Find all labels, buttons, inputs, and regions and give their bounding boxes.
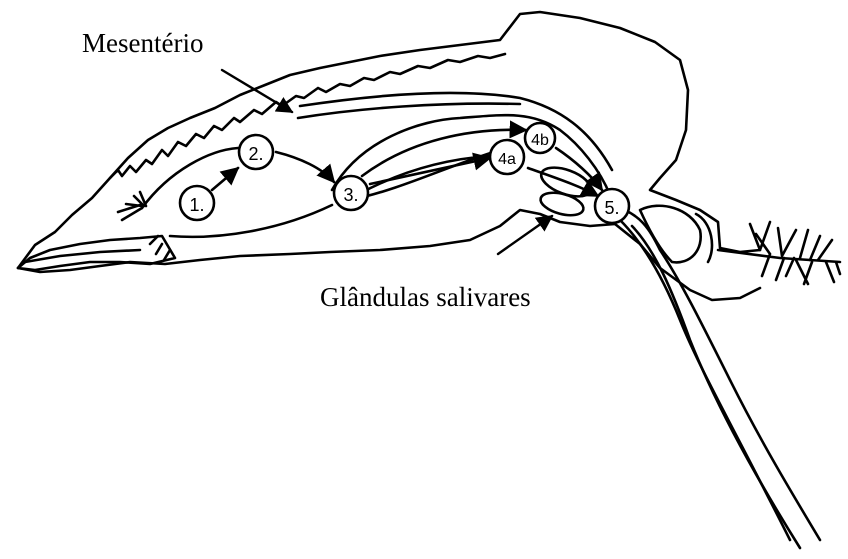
pharynx-brush [118, 192, 146, 220]
node-2-label: 2. [248, 144, 263, 164]
node-4b: 4b [525, 123, 555, 153]
node-4a-label: 4a [498, 151, 516, 168]
hindgut [612, 206, 820, 540]
node-1-label: 1. [189, 195, 204, 215]
node-4a: 4a [490, 140, 524, 174]
node-5: 5. [595, 189, 629, 223]
node-1: 1. [180, 186, 214, 220]
node-3-label: 3. [343, 185, 358, 205]
feather-bristles [750, 222, 840, 284]
node-4b-label: 4b [531, 132, 549, 149]
mesenterio-pointer [222, 70, 292, 112]
arrow-2-3 [276, 152, 334, 182]
node-5-label: 5. [604, 198, 619, 218]
node-3: 3. [334, 176, 368, 210]
arrow-1-2 [212, 168, 238, 190]
glandulas-salivares-label: Glândulas salivares [320, 282, 531, 313]
arrow-3-4a [370, 158, 490, 184]
node-2: 2. [239, 135, 273, 169]
mesenterio-label: Mesentério [82, 28, 203, 59]
